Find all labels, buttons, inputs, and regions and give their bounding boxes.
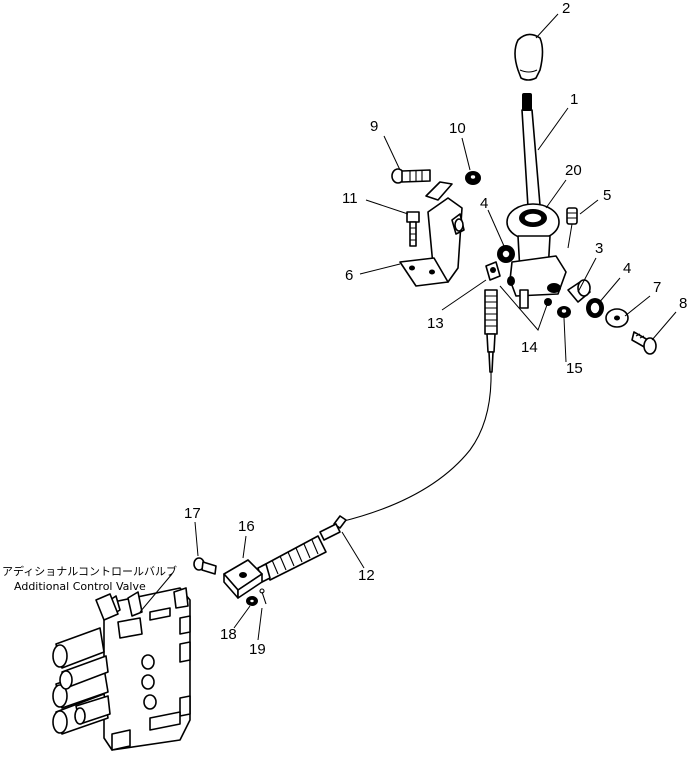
small-washers <box>499 276 549 331</box>
bolt-vertical <box>406 211 420 247</box>
grease-fitting <box>566 207 578 249</box>
left-bracket <box>399 181 465 287</box>
bolt-right <box>631 331 657 355</box>
control-cable <box>257 371 492 583</box>
spring-right <box>586 298 604 318</box>
bolt-top <box>391 168 431 184</box>
callout-2: 2 <box>562 0 570 17</box>
callout-20: 20 <box>565 162 582 179</box>
lever-bracket <box>509 255 567 309</box>
callout-1: 1 <box>570 91 578 108</box>
callout-5: 5 <box>603 187 611 204</box>
yoke-bolt <box>193 557 217 575</box>
cotter-pin <box>259 588 267 605</box>
callout-14: 14 <box>521 339 538 356</box>
callout-11: 11 <box>342 190 358 207</box>
leader-lines <box>194 13 677 641</box>
callout-labels: 1 2 3 4 4 5 6 7 8 9 10 11 12 13 14 15 16… <box>184 0 687 658</box>
callout-4-left: 4 <box>480 195 488 212</box>
caption-leader <box>139 573 173 613</box>
yoke <box>223 559 263 599</box>
callout-12: 12 <box>358 567 375 584</box>
nut <box>557 306 571 318</box>
caption-english: Additional Control Valve <box>14 580 146 593</box>
callout-15: 15 <box>566 360 583 377</box>
cable-upper-fitting <box>484 289 498 373</box>
clip <box>485 261 501 281</box>
callout-6: 6 <box>345 267 353 284</box>
callout-13: 13 <box>427 315 444 332</box>
spring-left <box>497 245 515 263</box>
callout-8: 8 <box>679 295 687 312</box>
callout-17: 17 <box>184 505 201 522</box>
additional-control-valve <box>52 587 191 751</box>
lever-rod <box>521 93 541 208</box>
callout-16: 16 <box>238 518 255 535</box>
callout-10: 10 <box>449 120 466 137</box>
callout-4-right: 4 <box>623 260 631 277</box>
callout-18: 18 <box>220 626 237 643</box>
nut-top <box>465 171 481 185</box>
yoke-washer <box>246 596 258 606</box>
knob <box>514 33 544 81</box>
washer <box>605 308 629 328</box>
callout-19: 19 <box>249 641 266 658</box>
callout-7: 7 <box>653 279 661 296</box>
callout-9: 9 <box>370 118 378 135</box>
caption-japanese: アディショナルコントロールバルブ <box>2 564 177 578</box>
callout-3: 3 <box>595 240 603 257</box>
